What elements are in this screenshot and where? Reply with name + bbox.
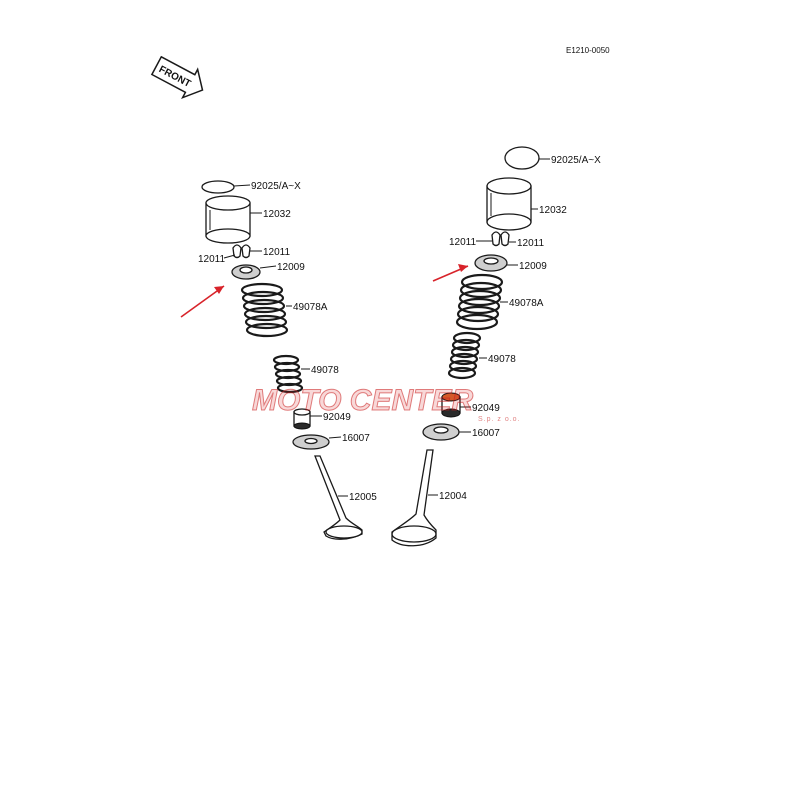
right-shim-label: 92025/A~X xyxy=(551,155,601,166)
watermark-sub: S.p. z o.o. xyxy=(478,416,521,423)
left-spring-seat-label: 16007 xyxy=(342,433,370,444)
left-keeper-left-label: 12011 xyxy=(198,254,226,265)
right-retainer-label: 12009 xyxy=(519,261,547,272)
diagram-code: E1210-0050 xyxy=(566,46,610,55)
watermark-logo: MOTO CENTER S.p. z o.o. xyxy=(252,384,521,424)
right-valve xyxy=(391,449,437,547)
right-valve-label: 12004 xyxy=(439,491,467,502)
left-valve-assembly: 92025/A~X 12032 12011 12011 12009 xyxy=(198,180,377,540)
right-spring-seat-label: 16007 xyxy=(472,428,500,439)
left-outer-spring-label: 49078A xyxy=(293,302,328,313)
front-arrow-icon: FRONT xyxy=(150,55,204,100)
right-inner-spring xyxy=(447,331,482,380)
right-lifter xyxy=(486,177,532,231)
right-outer-spring xyxy=(455,273,504,331)
right-shim xyxy=(504,146,540,170)
right-stem-seal-label: 92049 xyxy=(472,403,500,414)
watermark-brand: MOTO CENTER xyxy=(252,384,473,417)
left-inner-spring xyxy=(272,354,304,394)
leader-line xyxy=(328,436,342,439)
left-keeper-right-label: 12011 xyxy=(263,247,291,258)
right-highlight-arrow-icon xyxy=(432,264,469,282)
left-retainer-label: 12009 xyxy=(277,262,305,273)
right-valve-assembly: 92025/A~X 12032 12011 12011 12009 xyxy=(391,146,601,547)
right-keeper-left-label: 12011 xyxy=(449,237,477,248)
leader-line xyxy=(233,184,251,187)
left-shim xyxy=(201,180,235,194)
right-stem-seal xyxy=(441,392,461,418)
left-valve xyxy=(314,455,363,540)
leader-line xyxy=(259,265,277,269)
left-keepers xyxy=(232,244,251,259)
left-inner-spring-label: 49078 xyxy=(311,365,339,376)
left-stem-seal-label: 92049 xyxy=(323,412,351,423)
right-keepers xyxy=(491,231,510,247)
left-highlight-arrow-icon xyxy=(180,285,225,318)
left-shim-label: 92025/A~X xyxy=(251,181,301,192)
left-valve-label: 12005 xyxy=(349,492,377,503)
leader-line xyxy=(223,254,236,259)
right-retainer xyxy=(474,254,508,272)
left-outer-spring xyxy=(240,282,289,338)
right-outer-spring-label: 49078A xyxy=(509,298,544,309)
left-stem-seal xyxy=(293,408,311,430)
right-lifter-label: 12032 xyxy=(539,205,567,216)
right-keeper-right-label: 12011 xyxy=(517,238,545,249)
left-spring-seat xyxy=(292,434,330,450)
left-lifter-label: 12032 xyxy=(263,209,291,220)
left-retainer xyxy=(231,264,261,280)
right-spring-seat xyxy=(422,423,460,441)
left-lifter xyxy=(205,195,251,244)
right-inner-spring-label: 49078 xyxy=(488,354,516,365)
